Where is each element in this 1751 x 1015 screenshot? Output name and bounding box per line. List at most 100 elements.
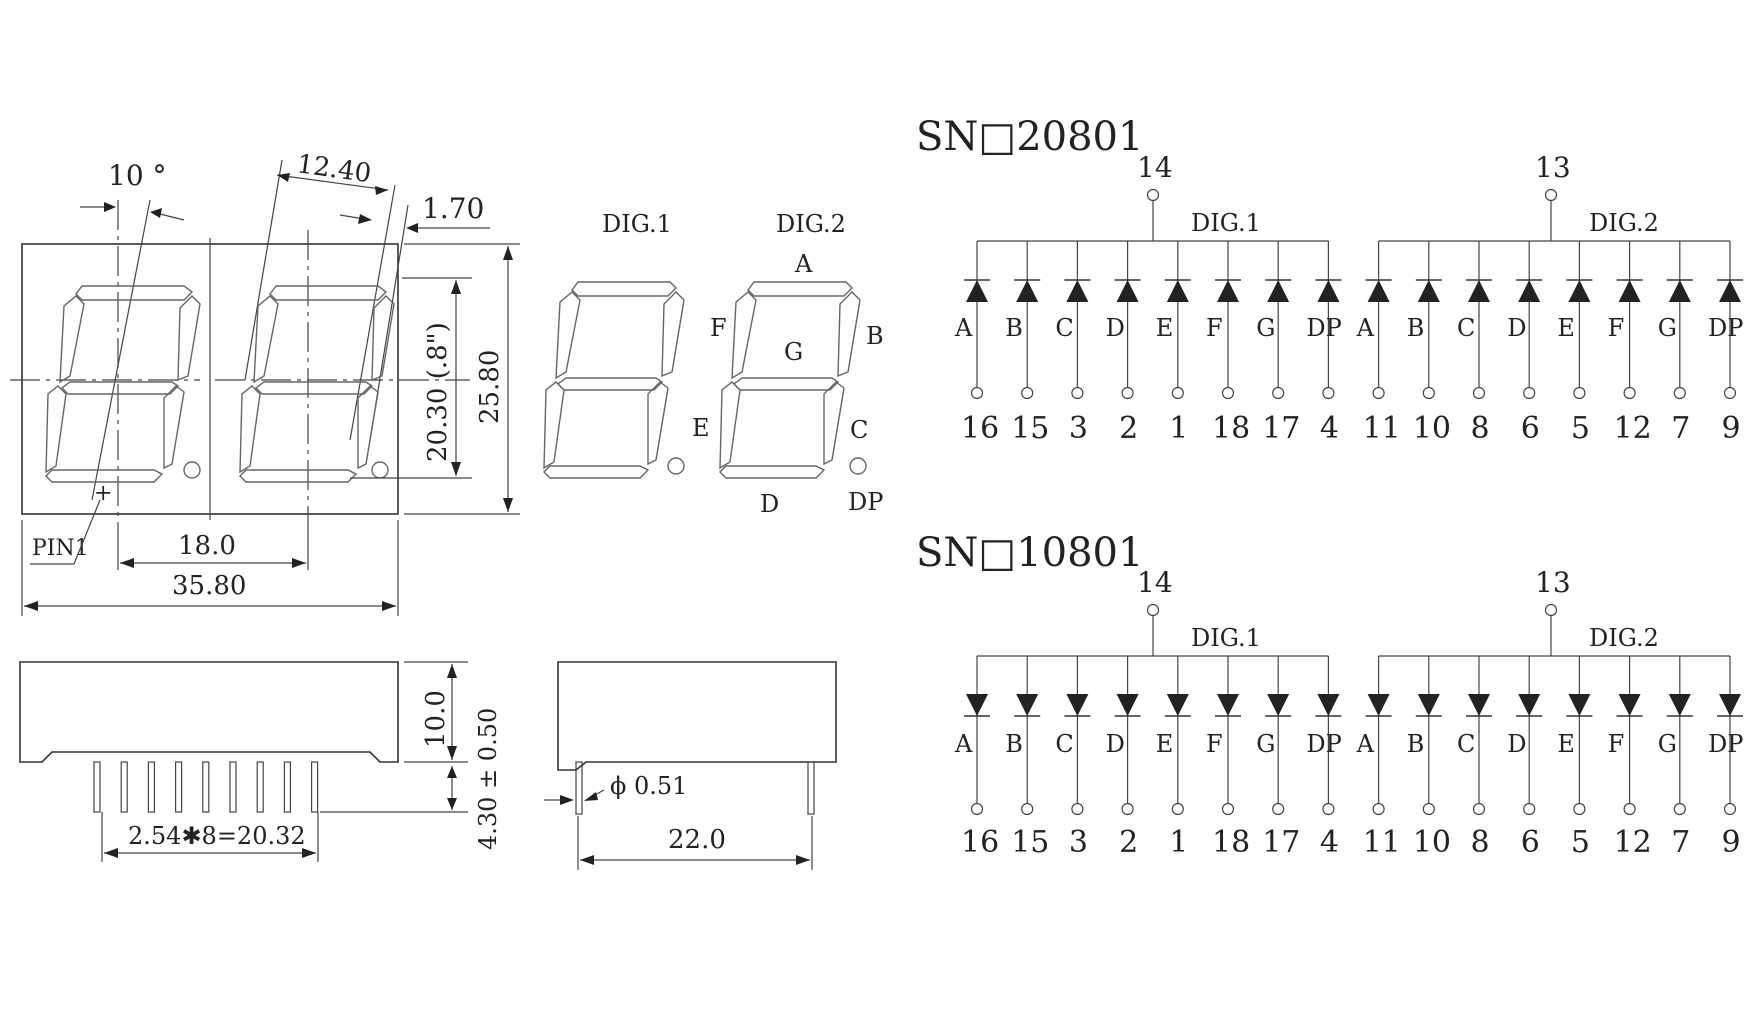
led-diode [1016, 694, 1039, 716]
offset-arrow-1 [358, 214, 372, 224]
led-diode [1267, 280, 1290, 302]
pin-terminal [1372, 386, 1385, 400]
pin-number: 12 [1614, 825, 1652, 860]
circuit-title: SN□10801 [916, 530, 1143, 576]
led-diode [1116, 280, 1139, 302]
seg-width-arrow-r [375, 186, 388, 195]
pin-terminal [1723, 802, 1737, 816]
pin-terminal [1021, 802, 1034, 816]
end-pin-left [575, 761, 583, 815]
pin-number: 1 [1169, 411, 1188, 446]
led-diode [1217, 694, 1239, 716]
pin-number: 1 [1169, 825, 1188, 860]
pin-terminal [1422, 802, 1435, 816]
pin-number: 6 [1521, 411, 1540, 446]
led-diode [1568, 694, 1591, 716]
segment-label: A [1356, 314, 1375, 342]
pin-terminal [1021, 386, 1034, 400]
dim-angle: 10 ° [108, 159, 167, 192]
led-diode [1367, 694, 1390, 716]
segment-label: C [1055, 314, 1073, 342]
pin-number: 6 [1521, 825, 1540, 860]
led-diode [1468, 694, 1490, 716]
pin1-leader [73, 499, 101, 565]
front-dp-1 [183, 461, 201, 479]
led-diode [1618, 694, 1641, 716]
body-width-arrow-r [382, 601, 396, 611]
led-diode [966, 694, 988, 716]
pin-terminal [1221, 802, 1235, 816]
dim-pin-dia: ϕ 0.51 [610, 772, 687, 800]
pin-number: 17 [1262, 411, 1300, 446]
segment-label: A [1356, 730, 1375, 758]
led-diode [1317, 694, 1340, 716]
front-digit-1 [45, 285, 201, 483]
led-diode [1166, 280, 1189, 302]
digit-label: DIG.2 [1589, 624, 1659, 652]
pin-length-arrow-top [447, 766, 457, 778]
slant-line-3 [349, 184, 396, 441]
digit-label: DIG.1 [1191, 209, 1261, 237]
pin-number: 3 [1069, 411, 1088, 446]
dim-body-height: 25.80 [475, 350, 505, 424]
row-spacing-arrow-r [796, 855, 810, 865]
pin-terminal [1573, 386, 1586, 400]
side-pin [202, 761, 210, 813]
depth-arrow-bottom [447, 746, 457, 760]
pin-terminal [1121, 802, 1134, 816]
circuit-title: SN□20801 [916, 114, 1143, 160]
pin-terminal [1322, 386, 1335, 400]
side-pin [175, 761, 183, 813]
pin-dia-arrow-r [584, 792, 598, 801]
pin-number: 4 [1320, 411, 1339, 446]
pin-terminal [1272, 386, 1285, 400]
led-diode [1367, 280, 1390, 302]
segment-label: A [954, 314, 973, 342]
label-seg-d: D [760, 490, 779, 518]
label-seg-e: E [692, 414, 710, 442]
pin-terminal [1723, 386, 1737, 400]
row-spacing-arrow-l [580, 855, 594, 865]
pin-terminal [1372, 802, 1385, 816]
label-seg-c: C [850, 416, 868, 444]
side-pin [256, 761, 264, 813]
label-dp-2 [849, 457, 867, 475]
segment-label: E [1156, 730, 1174, 758]
pin-number: 2 [1119, 411, 1138, 446]
pin1-plus: + [94, 481, 112, 506]
angle-arrow-1 [104, 202, 116, 212]
label-seg-a: A [794, 250, 813, 278]
pin-number: 10 [1413, 411, 1451, 446]
pin-number: 18 [1212, 411, 1250, 446]
seg-width-dim-line [276, 174, 389, 191]
side-pin [311, 761, 319, 813]
pin-number: 11 [1363, 411, 1401, 446]
segment-label: DP [1306, 314, 1341, 342]
pin-terminal [970, 802, 984, 816]
pin-number: 7 [1671, 411, 1690, 446]
led-diode [1618, 280, 1641, 302]
segment-label: DP [1708, 314, 1743, 342]
end-pin-right [807, 761, 815, 815]
digit-label: DIG.1 [1191, 624, 1261, 652]
pin-terminal [1071, 802, 1084, 816]
pitch-arrow-r [292, 558, 306, 568]
led-diode [1317, 280, 1340, 302]
common-pin-terminal [1146, 188, 1160, 202]
dim-digit-height: 20.30 (.8") [423, 322, 453, 462]
pin-number: 11 [1363, 825, 1401, 860]
label-seg-g: G [784, 338, 803, 366]
segment-label: F [1206, 314, 1223, 342]
pin-terminal [1071, 386, 1084, 400]
label-dp-1 [667, 457, 685, 475]
led-diode [1116, 694, 1139, 716]
segment-label: D [1507, 730, 1526, 758]
angle-arrow-2 [150, 208, 162, 218]
common-pin-number: 14 [1137, 151, 1173, 184]
pin-spacing-arrow-r [302, 848, 316, 858]
pin-number: 7 [1671, 825, 1690, 860]
segment-label: A [954, 730, 973, 758]
pin-terminal [1623, 802, 1636, 816]
segment-label: F [1608, 314, 1625, 342]
